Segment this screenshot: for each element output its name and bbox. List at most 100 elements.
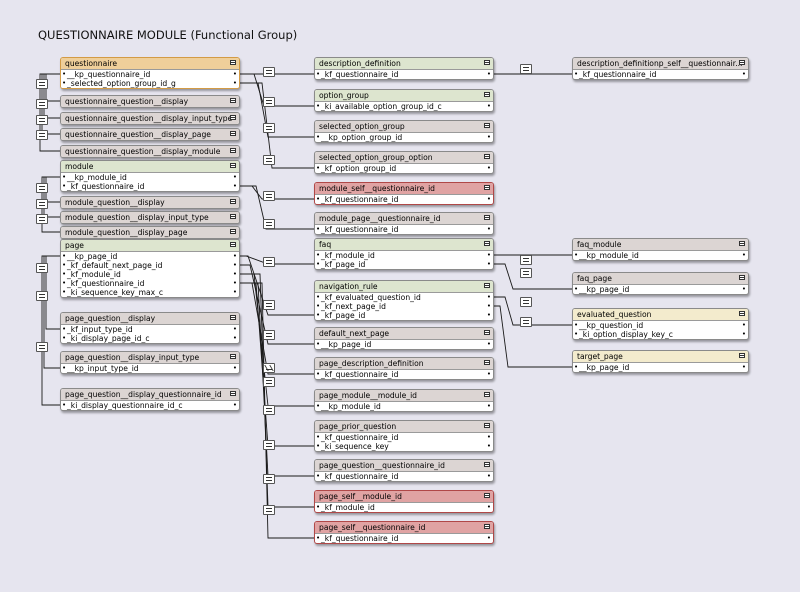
field-row[interactable]: __kp_question_id bbox=[573, 321, 748, 330]
table-navigation-rule[interactable]: navigation_rule_kf_evaluated_question_id… bbox=[314, 280, 494, 321]
table-page[interactable]: page__kp_page_id_kf_default_next_page_id… bbox=[60, 239, 240, 298]
table-header[interactable]: faq_module bbox=[573, 239, 748, 251]
collapse-toggle-icon[interactable] bbox=[230, 354, 236, 359]
field-row[interactable]: _kf_questionnaire_id bbox=[61, 182, 239, 191]
join-connector-icon[interactable] bbox=[263, 191, 275, 201]
field-row[interactable]: __kp_module_id bbox=[573, 251, 748, 260]
collapse-toggle-icon[interactable] bbox=[230, 60, 236, 65]
collapse-toggle-icon[interactable] bbox=[230, 98, 236, 103]
collapse-toggle-icon[interactable] bbox=[484, 154, 490, 159]
join-connector-icon[interactable] bbox=[36, 99, 48, 109]
join-connector-icon[interactable] bbox=[263, 405, 275, 415]
collapse-toggle-icon[interactable] bbox=[230, 214, 236, 219]
table-selected-option-group[interactable]: selected_option_group__kp_option_group_i… bbox=[314, 120, 494, 143]
join-connector-icon[interactable] bbox=[36, 291, 48, 301]
field-row[interactable]: _kf_questionnaire_id bbox=[315, 225, 493, 234]
field-row[interactable]: _kf_questionnaire_id bbox=[315, 433, 493, 442]
field-row[interactable]: _kf_page_id bbox=[315, 260, 493, 269]
field-row[interactable]: _kf_next_page_id bbox=[315, 302, 493, 311]
field-row[interactable]: _kf_default_next_page_id bbox=[61, 261, 239, 270]
field-row[interactable]: __kp_module_id bbox=[61, 173, 239, 182]
collapse-toggle-icon[interactable] bbox=[230, 229, 236, 234]
table-header[interactable]: questionnaire_question__display_page bbox=[61, 129, 239, 140]
field-row[interactable]: _kf_module_id bbox=[315, 503, 493, 512]
table-header[interactable]: page_question__display bbox=[61, 313, 239, 325]
field-row[interactable]: _kf_questionnaire_id bbox=[573, 70, 748, 79]
field-row[interactable]: _kf_questionnaire_id bbox=[315, 370, 493, 379]
table-header[interactable]: description_definition bbox=[315, 58, 493, 70]
table-page-description-definition[interactable]: page_description_definition_kf_questionn… bbox=[314, 357, 494, 380]
collapse-toggle-icon[interactable] bbox=[739, 241, 745, 246]
join-connector-icon[interactable] bbox=[520, 268, 532, 278]
table-module-self-questionnaire-id[interactable]: module_self__questionnaire_id_kf_questio… bbox=[314, 182, 494, 205]
table-header[interactable]: questionnaire_question__display_module bbox=[61, 146, 239, 157]
collapse-toggle-icon[interactable] bbox=[484, 524, 490, 529]
join-connector-icon[interactable] bbox=[520, 64, 532, 74]
collapse-toggle-icon[interactable] bbox=[739, 311, 745, 316]
field-row[interactable]: _ki_display_questionnaire_id_c bbox=[61, 401, 239, 410]
table-header[interactable]: page_self__module_id bbox=[315, 491, 493, 503]
table-page-module-module-id[interactable]: page_module__module_id__kp_module_id bbox=[314, 389, 494, 412]
table-faq-page[interactable]: faq_page__kp_page_id bbox=[572, 272, 749, 295]
collapse-toggle-icon[interactable] bbox=[230, 391, 236, 396]
join-connector-icon[interactable] bbox=[36, 263, 48, 273]
table-page-self-questionnaire-id[interactable]: page_self__questionnaire_id_kf_questionn… bbox=[314, 521, 494, 544]
table-header[interactable]: option_group bbox=[315, 90, 493, 102]
table-questionnaire-question-display-page[interactable]: questionnaire_question__display_page bbox=[60, 128, 240, 141]
join-connector-icon[interactable] bbox=[263, 440, 275, 450]
join-connector-icon[interactable] bbox=[36, 79, 48, 89]
table-header[interactable]: page_question__display_questionnaire_id bbox=[61, 389, 239, 401]
table-header[interactable]: module_page__questionnaire_id bbox=[315, 213, 493, 225]
table-module-question-display-page[interactable]: module_question__display_page bbox=[60, 226, 240, 239]
join-connector-icon[interactable] bbox=[263, 219, 275, 229]
join-connector-icon[interactable] bbox=[36, 130, 48, 140]
table-page-question-display[interactable]: page_question__display_kf_input_type_id_… bbox=[60, 312, 240, 344]
join-connector-icon[interactable] bbox=[36, 342, 48, 352]
field-row[interactable]: _kf_questionnaire_id bbox=[315, 534, 493, 543]
collapse-toggle-icon[interactable] bbox=[484, 185, 490, 190]
table-header[interactable]: page_question__display_input_type bbox=[61, 352, 239, 364]
join-connector-icon[interactable] bbox=[263, 474, 275, 484]
table-page-prior-question[interactable]: page_prior_question_kf_questionnaire_id_… bbox=[314, 420, 494, 452]
table-header[interactable]: page_description_definition bbox=[315, 358, 493, 370]
collapse-toggle-icon[interactable] bbox=[484, 60, 490, 65]
field-row[interactable]: _kf_page_id bbox=[315, 311, 493, 320]
join-connector-icon[interactable] bbox=[36, 199, 48, 209]
table-header[interactable]: page_module__module_id bbox=[315, 390, 493, 402]
collapse-toggle-icon[interactable] bbox=[230, 242, 236, 247]
field-row[interactable]: _kf_option_group_id bbox=[315, 164, 493, 173]
field-row[interactable]: __kp_page_id bbox=[573, 363, 748, 372]
table-module-page-questionnaire-id[interactable]: module_page__questionnaire_id_kf_questio… bbox=[314, 212, 494, 235]
join-connector-icon[interactable] bbox=[520, 255, 532, 265]
table-header[interactable]: faq bbox=[315, 239, 493, 251]
collapse-toggle-icon[interactable] bbox=[484, 123, 490, 128]
join-connector-icon[interactable] bbox=[520, 317, 532, 327]
field-row[interactable]: _kf_evaluated_question_id bbox=[315, 293, 493, 302]
collapse-toggle-icon[interactable] bbox=[484, 330, 490, 335]
join-connector-icon[interactable] bbox=[520, 297, 532, 307]
join-connector-icon[interactable] bbox=[263, 67, 275, 77]
table-faq[interactable]: faq_kf_module_id_kf_page_id bbox=[314, 238, 494, 270]
join-connector-icon[interactable] bbox=[36, 214, 48, 224]
table-page-question-questionnaire-id[interactable]: page_question__questionnaire_id_kf_quest… bbox=[314, 459, 494, 482]
collapse-toggle-icon[interactable] bbox=[484, 241, 490, 246]
collapse-toggle-icon[interactable] bbox=[230, 199, 236, 204]
field-row[interactable]: _selected_option_group_id_g bbox=[61, 79, 239, 88]
field-row[interactable]: _kf_questionnaire_id bbox=[315, 70, 493, 79]
join-connector-icon[interactable] bbox=[263, 97, 275, 107]
field-row[interactable]: _kf_module_id bbox=[315, 251, 493, 260]
field-row[interactable]: __kp_option_group_id bbox=[315, 133, 493, 142]
field-row[interactable]: __kp_module_id bbox=[315, 402, 493, 411]
table-header[interactable]: module_question__display_input_type bbox=[61, 212, 239, 223]
field-row[interactable]: __kp_page_id bbox=[573, 285, 748, 294]
table-header[interactable]: page bbox=[61, 240, 239, 252]
collapse-toggle-icon[interactable] bbox=[739, 353, 745, 358]
field-row[interactable]: _kf_questionnaire_id bbox=[61, 279, 239, 288]
table-questionnaire-question-display[interactable]: questionnaire_question__display bbox=[60, 95, 240, 108]
collapse-toggle-icon[interactable] bbox=[230, 115, 236, 120]
table-page-self-module-id[interactable]: page_self__module_id_kf_module_id bbox=[314, 490, 494, 513]
table-page-question-display-input-type[interactable]: page_question__display_input_type__kp_in… bbox=[60, 351, 240, 374]
collapse-toggle-icon[interactable] bbox=[230, 163, 236, 168]
table-header[interactable]: target_page bbox=[573, 351, 748, 363]
join-connector-icon[interactable] bbox=[263, 330, 275, 340]
